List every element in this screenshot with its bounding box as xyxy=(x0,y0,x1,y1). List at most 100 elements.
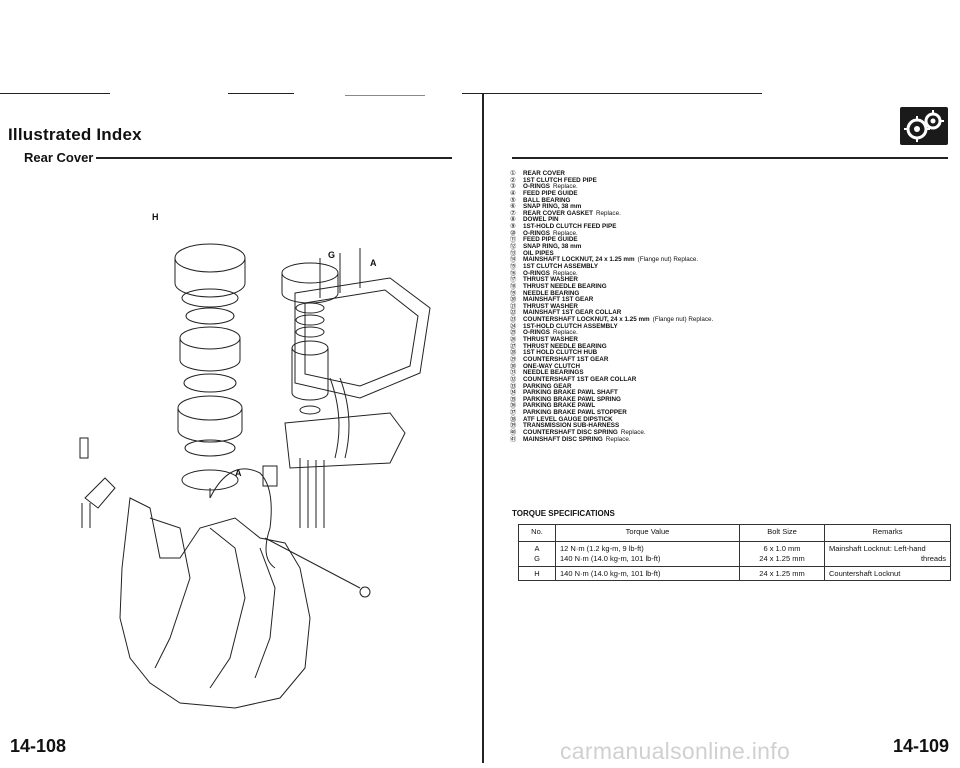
part-name: 1ST-HOLD CLUTCH ASSEMBLY xyxy=(523,322,618,330)
part-number: ⑪ xyxy=(510,236,517,244)
part-number: ⑲ xyxy=(510,289,517,297)
part-number: ⑤ xyxy=(510,196,516,204)
table-cell-no: A G xyxy=(518,541,556,567)
top-rule-left xyxy=(0,93,110,94)
part-name: MAINSHAFT 1ST GEAR COLLAR xyxy=(523,309,622,317)
list-item: ⑨ 1ST-HOLD CLUTCH FEED PIPE xyxy=(510,223,713,231)
part-name: ATF LEVEL GAUGE DIPSTICK xyxy=(523,415,613,423)
part-name: 1ST-HOLD CLUTCH FEED PIPE xyxy=(523,223,617,231)
table-cell-bolt: 6 x 1.0 mm 24 x 1.25 mm xyxy=(739,541,825,567)
part-number: ⑫ xyxy=(510,243,517,251)
part-number: ③ xyxy=(510,183,516,191)
part-number: ⑨ xyxy=(510,223,516,231)
part-number: ㉓ xyxy=(510,316,517,324)
part-number: ㉒ xyxy=(510,309,517,317)
part-number: ㉞ xyxy=(510,389,517,397)
part-number: ㉕ xyxy=(510,329,517,337)
list-item: ② 1ST CLUTCH FEED PIPE xyxy=(510,176,713,185)
right-header-rule xyxy=(512,157,948,159)
part-number: ㊱ xyxy=(510,402,517,410)
page-title: Illustrated Index xyxy=(8,125,142,144)
part-name: THRUST NEEDLE BEARING xyxy=(523,282,607,290)
part-note: Replace. xyxy=(552,269,578,277)
page-number-right: 14-109 xyxy=(893,736,950,756)
part-number: ⑦ xyxy=(510,209,516,217)
part-name: PARKING BRAKE PAWL SHAFT xyxy=(523,389,618,397)
part-name: ONE-WAY CLUTCH xyxy=(523,362,581,370)
part-name: REAR COVER GASKET xyxy=(523,209,593,217)
part-name: PARKING BRAKE PAWL xyxy=(523,402,596,410)
torque-heading: TORQUE SPECIFICATIONS xyxy=(512,509,615,518)
part-name: MAINSHAFT LOCKNUT, 24 x 1.25 mm xyxy=(523,256,635,264)
part-number: ㉝ xyxy=(510,382,517,390)
part-number: ① xyxy=(510,170,516,177)
callout-h: H xyxy=(152,212,159,222)
table-cell-remarks: Countershaft Locknut xyxy=(824,566,951,581)
part-note: Replace. xyxy=(552,329,578,337)
list-item: ㉚ ONE-WAY CLUTCH xyxy=(510,362,713,371)
list-item: ⑲ NEEDLE BEARING xyxy=(510,289,713,298)
part-name: 1ST CLUTCH FEED PIPE xyxy=(523,176,597,184)
table-row: A G 12 N·m (1.2 kg-m, 9 lb-ft) 140 N·m (… xyxy=(518,541,951,567)
part-number: ⑳ xyxy=(510,296,517,304)
part-number: ㉔ xyxy=(510,322,517,330)
part-note: Replace. xyxy=(620,428,646,436)
part-name: DOWEL PIN xyxy=(523,216,559,224)
list-item: ㉞ PARKING BRAKE PAWL SHAFT xyxy=(510,389,713,397)
part-number: ⑱ xyxy=(510,282,517,290)
part-note: Replace. xyxy=(552,229,578,237)
part-number: ㉙ xyxy=(510,355,517,363)
part-name: 1ST HOLD CLUTCH HUB xyxy=(523,349,598,357)
part-number: ② xyxy=(510,176,516,184)
part-number: ㉛ xyxy=(510,369,517,377)
table-row: H 140 N·m (14.0 kg-m, 101 lb-ft) 24 x 1.… xyxy=(518,566,951,581)
part-name: REAR COVER xyxy=(523,170,565,177)
watermark: carmanualsonline.info xyxy=(560,738,791,764)
col-torque-value: Torque Value xyxy=(555,524,740,542)
part-note: Replace. xyxy=(552,183,578,191)
part-name: NEEDLE BEARING xyxy=(523,289,580,297)
center-binding-rule xyxy=(482,93,484,763)
part-note: (Flange nut) Replace. xyxy=(652,316,714,324)
part-number: ⑰ xyxy=(510,276,517,284)
part-number: ㉚ xyxy=(510,362,517,370)
exploded-parts-diagram: H A G A xyxy=(60,198,480,723)
torque-header-row: No. Torque Value Bolt Size Remarks xyxy=(518,524,951,542)
page-subtitle: Rear Cover xyxy=(24,150,94,165)
part-number: ㉘ xyxy=(510,349,517,357)
callout-a-lower: A xyxy=(235,468,242,478)
part-number: ㉑ xyxy=(510,302,517,310)
table-cell-torque: 12 N·m (1.2 kg-m, 9 lb-ft) 140 N·m (14.0… xyxy=(555,541,740,567)
part-number: ④ xyxy=(510,189,516,197)
top-rule-left-2 xyxy=(228,93,294,94)
part-number: ㉖ xyxy=(510,336,517,344)
part-number: ⑩ xyxy=(510,229,516,237)
list-item: ① REAR COVER xyxy=(510,170,713,178)
list-item: ㉒ MAINSHAFT 1ST GEAR COLLAR xyxy=(510,310,713,317)
part-name: O-RINGS xyxy=(523,329,550,337)
